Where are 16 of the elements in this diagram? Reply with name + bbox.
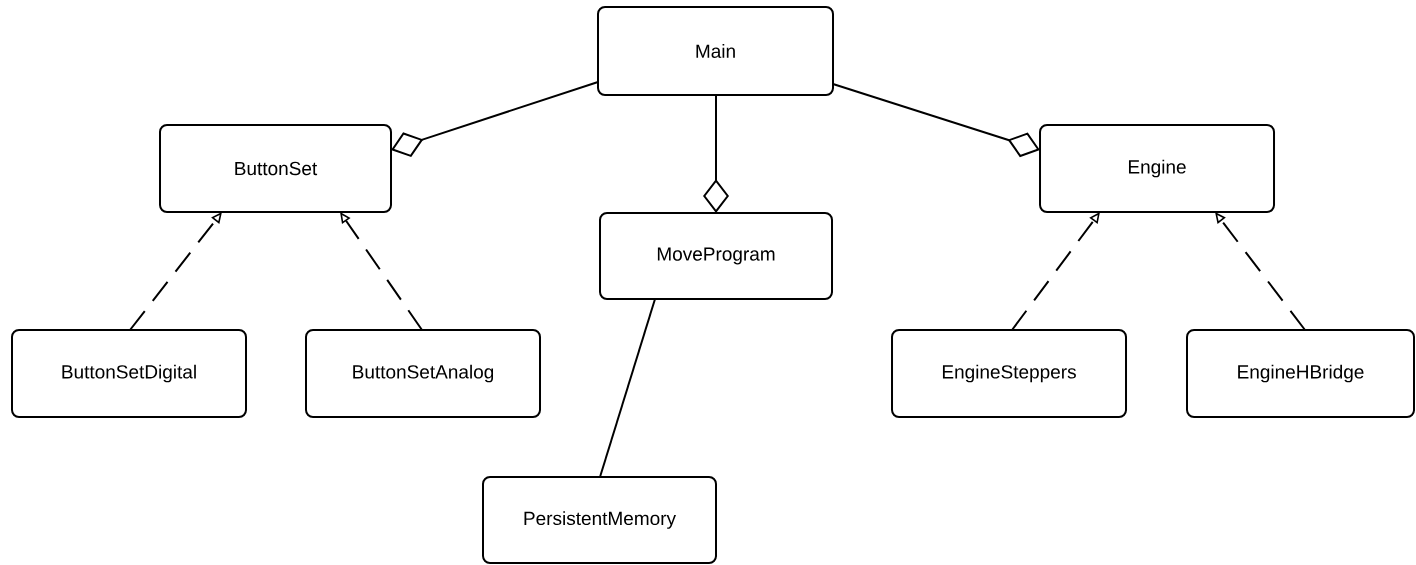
realization-arrow [340, 212, 423, 331]
class-box: Engine [1039, 124, 1275, 213]
class-box: EngineSteppers [891, 329, 1127, 418]
class-box: Main [597, 6, 834, 96]
aggregation-connector [391, 81, 599, 158]
realization-arrow [129, 212, 222, 331]
class-box: MoveProgram [599, 212, 833, 300]
class-box: ButtonSetAnalog [305, 329, 541, 418]
realization-arrow [1011, 212, 1100, 331]
aggregation-connector [703, 94, 729, 213]
realization-arrow [1215, 212, 1306, 331]
class-box: ButtonSetDigital [11, 329, 247, 418]
class-box: PersistentMemory [482, 476, 717, 564]
class-box: ButtonSet [159, 124, 392, 213]
class-box: EngineHBridge [1186, 329, 1415, 418]
association-line [599, 298, 656, 478]
